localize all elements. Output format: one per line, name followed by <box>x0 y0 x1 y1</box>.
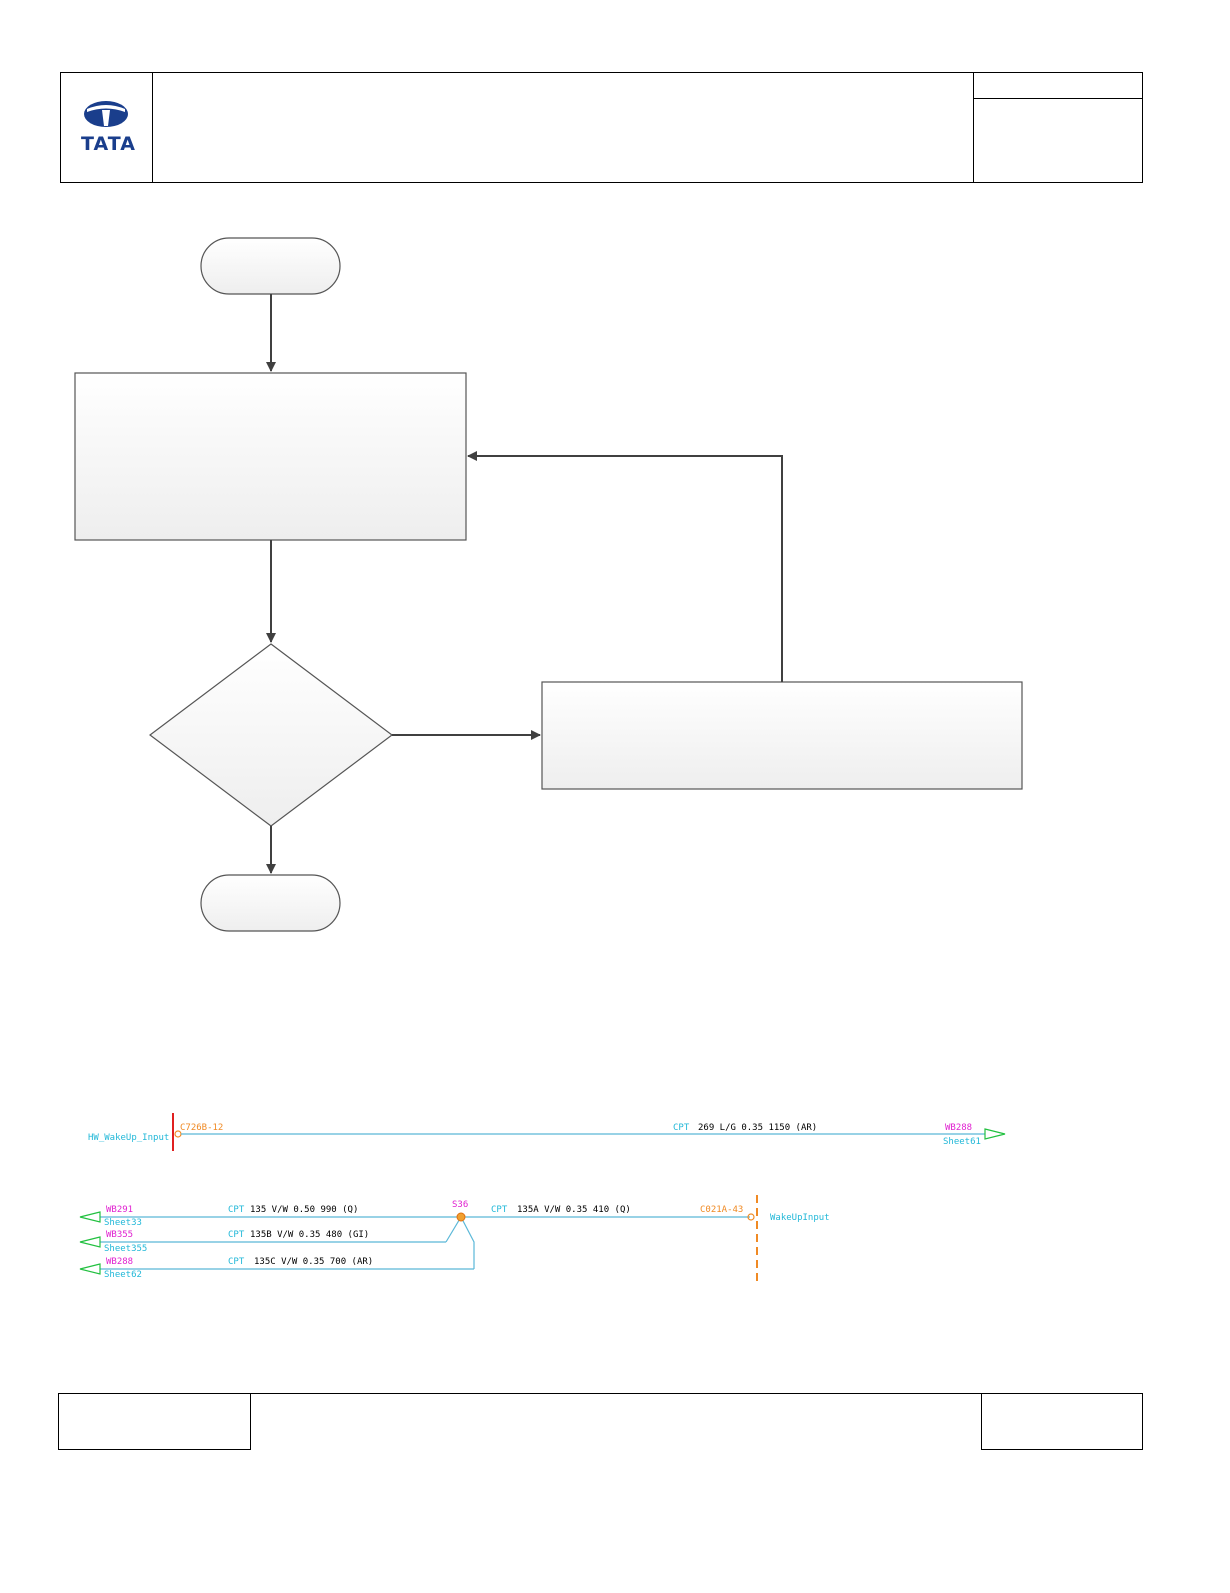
end-terminator <box>200 874 341 932</box>
footer-middle-cell <box>251 1393 982 1450</box>
row2-spec: 135B V/W 0.35 480 (GI) <box>250 1230 369 1240</box>
logo-cell: TATA <box>61 73 153 182</box>
out-connector-pin <box>747 1213 755 1221</box>
top-wire-spec: 269 L/G 0.35 1150 (AR) <box>698 1123 817 1133</box>
row3-sheet: Sheet62 <box>104 1270 142 1280</box>
row1-sheet: Sheet33 <box>104 1218 142 1228</box>
start-terminator <box>200 237 341 295</box>
left-arrow-icon-3 <box>79 1263 101 1275</box>
out-signal: WakeUpInput <box>770 1213 830 1223</box>
left-arrow-icon-1 <box>79 1211 101 1223</box>
top-dest-sheet: Sheet61 <box>943 1137 981 1147</box>
logo-text: TATA <box>81 133 136 155</box>
wiring-schematic: HW_WakeUp_Input C726B-12 CPT 269 L/G 0.3… <box>79 1113 1006 1283</box>
top-wire-prefix: CPT <box>673 1123 690 1133</box>
tata-logo-icon <box>84 101 128 127</box>
splice-node <box>456 1212 466 1222</box>
row2-sheet: Sheet355 <box>104 1244 147 1254</box>
out-connector: C021A-43 <box>700 1205 743 1215</box>
splice-branches <box>445 1215 475 1269</box>
header-box: TATA <box>60 72 1143 183</box>
row1-prefix: CPT <box>228 1205 245 1215</box>
process-box <box>74 372 467 541</box>
row3-prefix: CPT <box>228 1257 245 1267</box>
title-cell <box>153 73 974 182</box>
row3-wire: WB288 <box>106 1257 133 1267</box>
arrow-loop-back <box>467 451 783 682</box>
out-prefix: CPT <box>491 1205 508 1215</box>
row2-prefix: CPT <box>228 1230 245 1240</box>
row1-spec: 135 V/W 0.50 990 (Q) <box>250 1205 358 1215</box>
side-cell-top <box>974 73 1142 99</box>
side-process-box <box>541 681 1023 790</box>
footer-right-cell <box>981 1393 1143 1450</box>
footer-left-cell <box>58 1393 251 1450</box>
top-connector-label: C726B-12 <box>180 1123 223 1133</box>
top-right-arrow-icon <box>984 1128 1006 1140</box>
decision-diamond <box>149 643 393 827</box>
top-dest-wire: WB288 <box>945 1123 972 1133</box>
left-arrow-icon-2 <box>79 1236 101 1248</box>
top-left-signal: HW_WakeUp_Input <box>88 1133 169 1143</box>
out-spec: 135A V/W 0.35 410 (Q) <box>517 1205 631 1215</box>
row2-wire: WB355 <box>106 1230 133 1240</box>
flowchart <box>74 237 1023 932</box>
row1-wire: WB291 <box>106 1205 133 1215</box>
splice-label: S36 <box>452 1200 468 1210</box>
row3-spec: 135C V/W 0.35 700 (AR) <box>254 1257 373 1267</box>
